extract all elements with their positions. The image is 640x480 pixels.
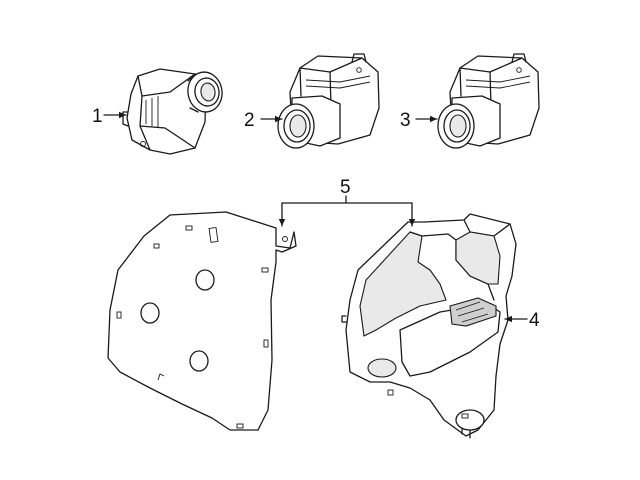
part-2-camera (277, 53, 380, 149)
leader-lines (103, 111, 528, 323)
callout-4: 4 (529, 310, 540, 331)
callout-5: 5 (340, 177, 351, 198)
leader-bracket-5 (278, 195, 416, 227)
callout-1: 1 (92, 106, 103, 127)
callout-3: 3 (400, 110, 411, 131)
part-3-camera (437, 53, 540, 149)
part-5-left-panel (107, 211, 297, 431)
part-5-right-trim-panel (341, 213, 517, 439)
part-1-camera (122, 68, 223, 155)
callout-2: 2 (244, 110, 255, 131)
